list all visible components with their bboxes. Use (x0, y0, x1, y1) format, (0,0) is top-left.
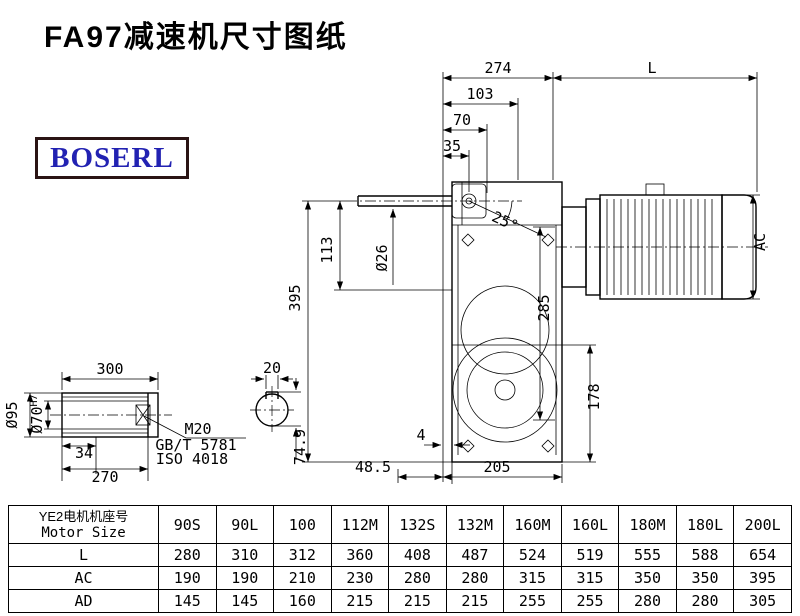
dim-103: 103 (466, 85, 493, 103)
value-cell: 145 (158, 589, 217, 613)
table-header-row: YE2电机机座号 Motor Size 90S 90L 100 112M 132… (8, 505, 792, 544)
value-cell: 215 (388, 589, 447, 613)
col-header: 100 (273, 505, 332, 544)
extension-lines (24, 72, 760, 484)
value-cell: 315 (503, 566, 562, 590)
table-row-AD: AD 145 145 160 215 215 215 255 255 280 2… (8, 589, 792, 613)
value-cell: 305 (733, 589, 792, 613)
header-motor-size-cn: YE2电机机座号 (38, 509, 129, 524)
motor-size-table: YE2电机机座号 Motor Size 90S 90L 100 112M 132… (8, 505, 792, 613)
dim-113: 113 (318, 236, 336, 263)
dim-20: 20 (263, 359, 281, 377)
dim-dia26: Ø26 (373, 244, 391, 271)
value-cell: 524 (503, 543, 562, 567)
value-cell: 280 (445, 566, 505, 590)
value-cell: 487 (445, 543, 505, 567)
col-header: 180M (618, 505, 677, 544)
col-header: 160M (503, 505, 562, 544)
value-cell: 395 (733, 566, 792, 590)
value-cell: 654 (733, 543, 792, 567)
value-cell: 588 (675, 543, 735, 567)
value-cell: 215 (445, 589, 505, 613)
dim-48-5: 48.5 (355, 458, 391, 476)
dimension-lines (26, 74, 757, 481)
table-row-L: L 280 310 312 360 408 487 524 519 555 58… (8, 543, 792, 567)
value-cell: 280 (388, 566, 447, 590)
value-cell: 145 (215, 589, 275, 613)
header-motor-size: YE2电机机座号 Motor Size (8, 505, 159, 544)
label-iso-4018: ISO 4018 (156, 450, 228, 468)
dim-74-9: 74.9 (291, 429, 309, 465)
row-label: L (8, 543, 159, 567)
col-header: 90L (215, 505, 275, 544)
dim-angle-25: 25° (489, 208, 521, 236)
value-cell: 408 (388, 543, 447, 567)
dimension-labels: 274 L 103 70 35 25° Ø26 113 395 285 AC 1… (3, 59, 769, 486)
value-cell: 280 (158, 543, 217, 567)
dim-178: 178 (585, 383, 603, 410)
col-header: 160L (560, 505, 620, 544)
motor (556, 183, 768, 300)
value-cell: 519 (560, 543, 620, 567)
label-m20: M20 (184, 420, 211, 438)
value-cell: 215 (330, 589, 390, 613)
value-cell: 190 (158, 566, 217, 590)
dim-70: 70 (453, 111, 471, 129)
value-cell: 312 (273, 543, 332, 567)
dim-285: 285 (535, 294, 553, 321)
dim-35: 35 (443, 137, 461, 155)
dim-300: 300 (96, 360, 123, 378)
dim-L: L (647, 59, 656, 77)
boserl-logo: BOSERL (35, 137, 189, 179)
value-cell: 280 (618, 589, 677, 613)
page-title: FA97减速机尺寸图纸 (44, 21, 348, 54)
row-label: AD (8, 589, 159, 613)
shaft-section-detail (250, 386, 294, 432)
col-header: 90S (158, 505, 217, 544)
value-cell: 280 (675, 589, 735, 613)
value-cell: 210 (273, 566, 332, 590)
dim-395: 395 (286, 284, 304, 311)
value-cell: 360 (330, 543, 390, 567)
dim-dia70: Ø70 (28, 406, 46, 433)
value-cell: 255 (560, 589, 620, 613)
col-header: 112M (330, 505, 390, 544)
header-motor-size-en: Motor Size (41, 525, 126, 541)
dim-4: 4 (416, 426, 425, 444)
dim-34: 34 (75, 444, 93, 462)
dim-AC: AC (751, 233, 769, 251)
label-gbt-5781: GB/T 5781 (155, 436, 236, 454)
value-cell: 350 (618, 566, 677, 590)
logo-text: BOSERL (50, 141, 174, 174)
value-cell: 190 (215, 566, 275, 590)
col-header: 180L (675, 505, 735, 544)
dim-274: 274 (484, 59, 511, 77)
dim-270: 270 (91, 468, 118, 486)
dim-dia70h7: Ø70H7 (28, 394, 46, 433)
table-row-AC: AC 190 190 210 230 280 280 315 315 350 3… (8, 566, 792, 590)
value-cell: 350 (675, 566, 735, 590)
input-shaft (346, 193, 547, 238)
dim-205: 205 (483, 458, 510, 476)
dim-dia95: Ø95 (3, 401, 21, 428)
value-cell: 255 (503, 589, 562, 613)
value-cell: 555 (618, 543, 677, 567)
value-cell: 310 (215, 543, 275, 567)
col-header: 132S (388, 505, 447, 544)
gearbox-dimension-drawing: 274 L 103 70 35 25° Ø26 113 395 285 AC 1… (3, 59, 769, 486)
col-header: 200L (733, 505, 792, 544)
dim-h7-tolerance: H7 (29, 394, 40, 406)
col-header: 132M (445, 505, 505, 544)
value-cell: 315 (560, 566, 620, 590)
hollow-shaft-detail (50, 392, 172, 438)
row-label: AC (8, 566, 159, 590)
value-cell: 160 (273, 589, 332, 613)
value-cell: 230 (330, 566, 390, 590)
